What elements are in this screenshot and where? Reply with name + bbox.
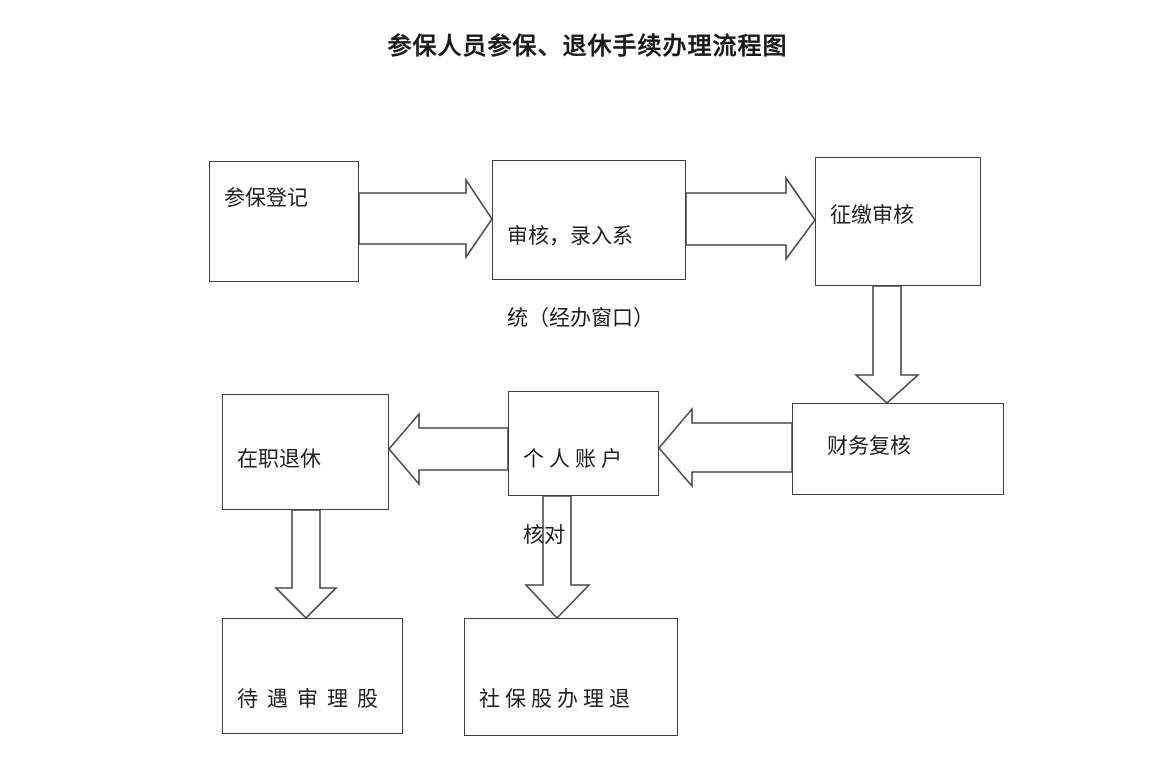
node-label: 待遇审理股 核实待遇 — [237, 635, 392, 760]
node-label: 社保股办理退 休手续 — [479, 635, 667, 760]
node-label-line1: 审核，录入系 — [507, 224, 633, 248]
arrow-zaizhi-to-daiyu — [274, 509, 338, 620]
page-title: 参保人员参保、退休手续办理流程图 — [387, 32, 788, 60]
node-label: 审核，录入系 统（经办窗口） — [507, 175, 675, 380]
node-label-line2: 核对 — [523, 523, 565, 547]
arrow-shenhe-to-zhengjiao — [685, 175, 816, 262]
node-shenhe-luru-xitong[interactable]: 审核，录入系 统（经办窗口） — [492, 160, 686, 330]
node-label: 个人账户 核对 — [523, 402, 648, 592]
node-label: 在职退休 — [237, 447, 321, 471]
node-label-line2: 统（经办窗口） — [507, 306, 654, 330]
node-geren-zhanghu-hedui[interactable]: 个人账户 核对 — [508, 391, 659, 547]
node-canbao-dengji[interactable]: 参保登记 — [209, 161, 359, 282]
node-shebao-gu-tuixiu[interactable]: 社保股办理退 休手续 — [464, 618, 678, 736]
node-zaizhi-tuixiu[interactable]: 在职退休 — [222, 394, 389, 510]
node-label-line1: 待遇审理股 — [237, 687, 387, 711]
node-label-line1: 社保股办理退 — [479, 687, 635, 711]
node-caiwu-fuhe[interactable]: 财务复核 — [792, 403, 1004, 495]
arrow-gerenzh-to-zaizhi — [387, 411, 509, 487]
node-label: 参保登记 — [224, 186, 308, 210]
arrow-canbao-to-shenhe — [358, 177, 493, 260]
node-label: 财务复核 — [827, 434, 911, 458]
arrow-caiwu-to-gerenzh — [657, 406, 793, 489]
node-zhengjiao-shenhe[interactable]: 征缴审核 — [815, 157, 981, 286]
node-label: 征缴审核 — [830, 203, 914, 227]
node-daiyu-shenli-gu[interactable]: 待遇审理股 核实待遇 — [222, 618, 403, 734]
node-label-line1: 个人账户 — [523, 447, 627, 471]
arrow-zhengjiao-to-caiwu — [853, 285, 921, 405]
